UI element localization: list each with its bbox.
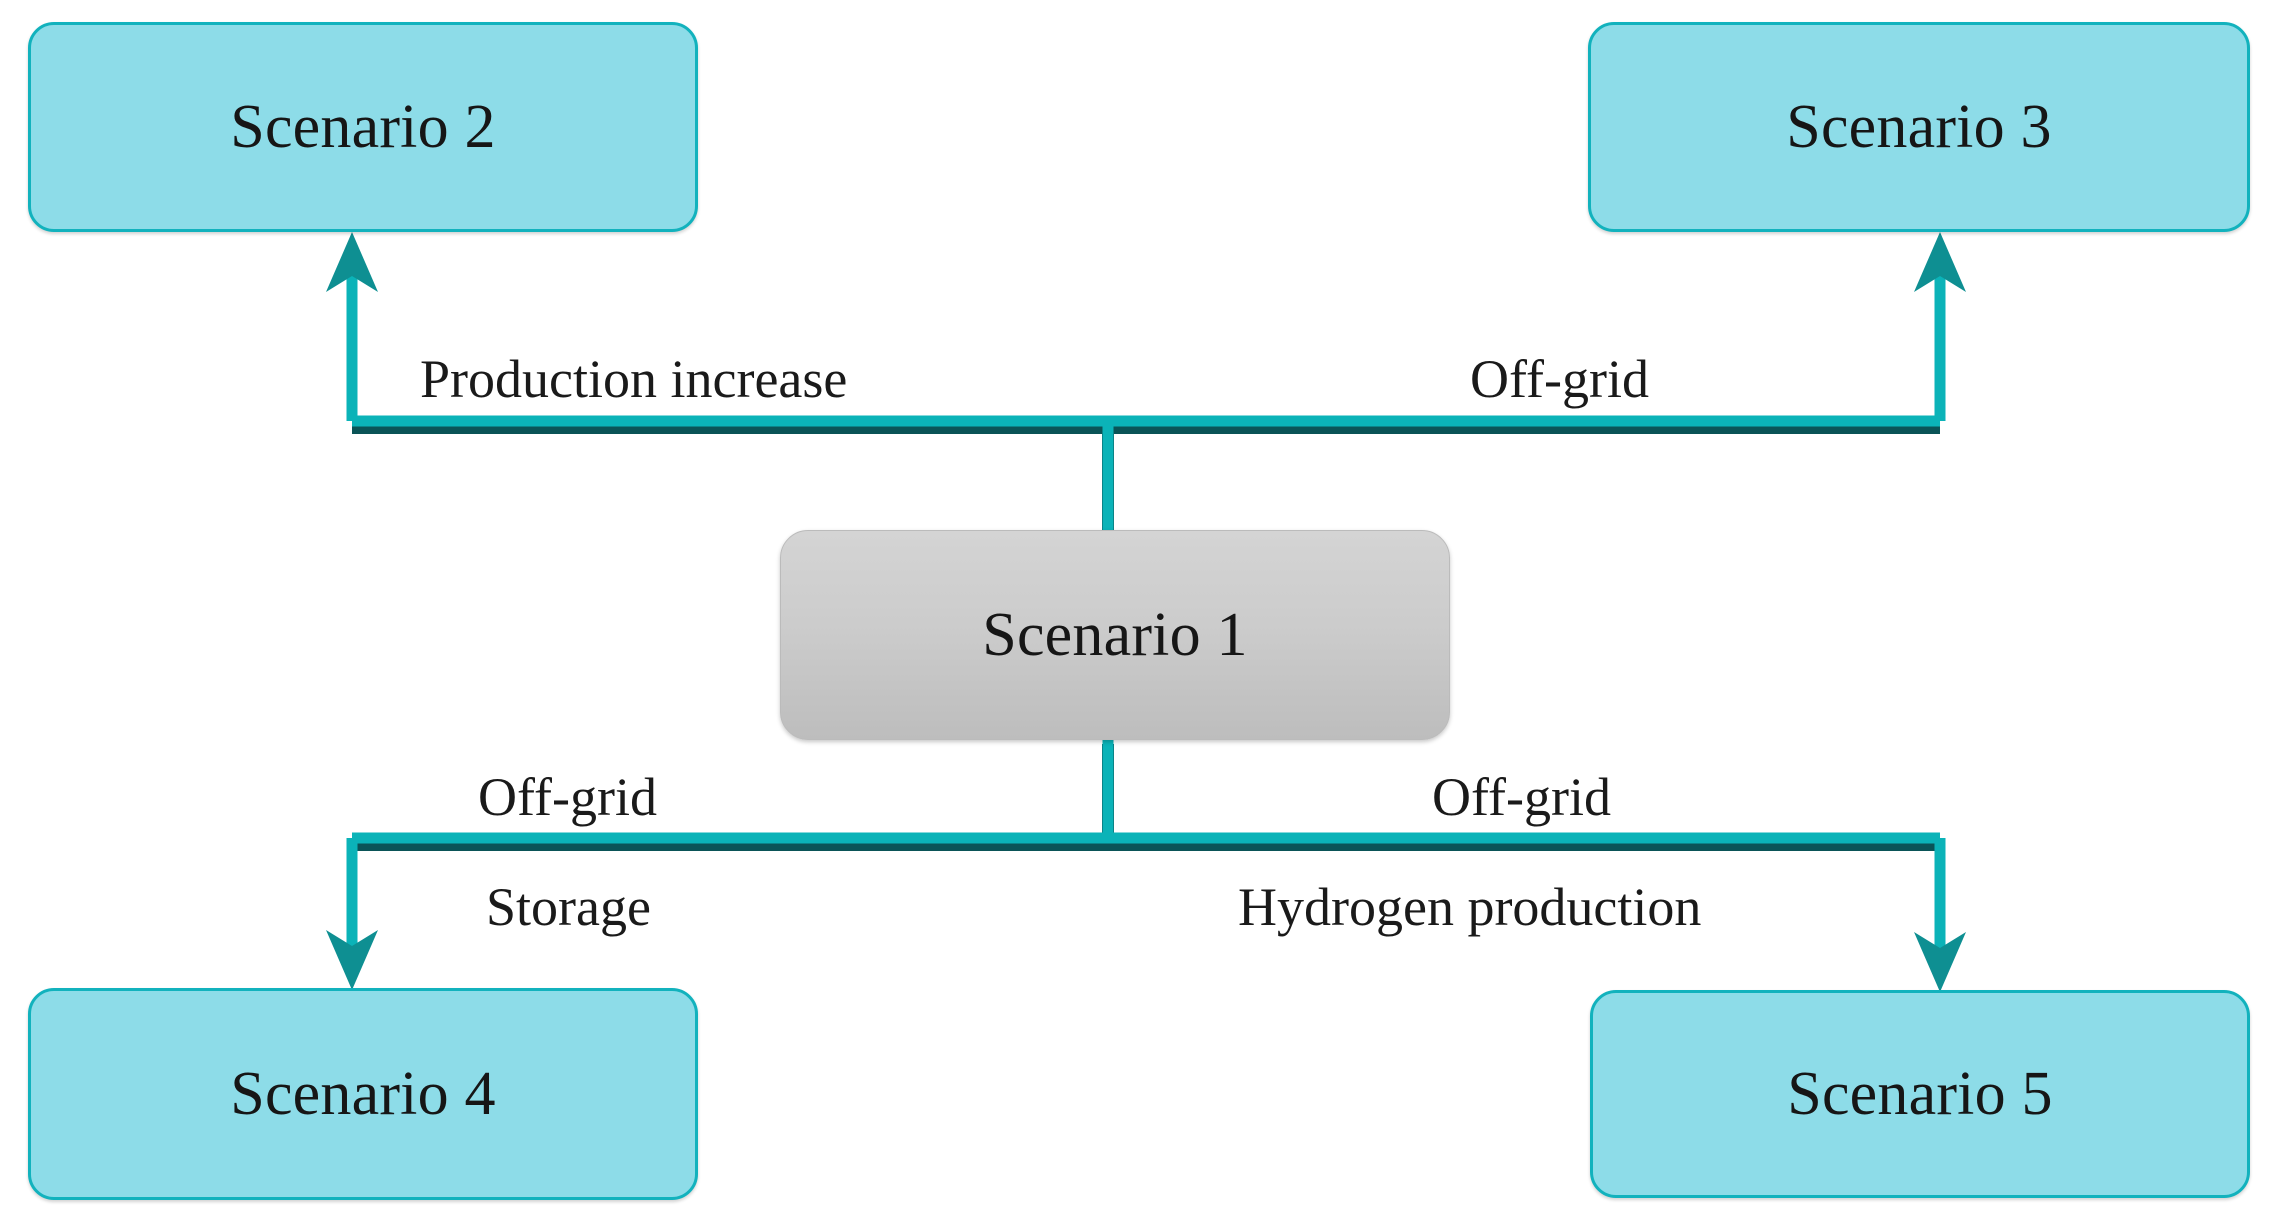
edge-label-offgrid-scenario5: Off-grid	[1432, 767, 1611, 827]
edge-label-production-increase: Production increase	[420, 349, 848, 409]
edge-label-storage: Storage	[486, 877, 651, 937]
edge-label-offgrid-scenario3: Off-grid	[1470, 349, 1649, 409]
node-scenario-5[interactable]: Scenario 5	[1590, 990, 2250, 1198]
node-scenario-3-label: Scenario 3	[1786, 92, 2052, 161]
node-scenario-5-label: Scenario 5	[1787, 1059, 2053, 1128]
node-scenario-1-label: Scenario 1	[982, 600, 1248, 669]
node-scenario-4-label: Scenario 4	[230, 1059, 496, 1128]
node-scenario-4[interactable]: Scenario 4	[28, 988, 698, 1200]
arrowhead-to-scenario2	[326, 232, 378, 292]
upper-connector-shadow	[352, 422, 1940, 536]
node-scenario-3[interactable]: Scenario 3	[1588, 22, 2250, 232]
node-scenario-2[interactable]: Scenario 2	[28, 22, 698, 232]
edge-label-offgrid-scenario4: Off-grid	[478, 767, 657, 827]
edge-label-hydrogen-production: Hydrogen production	[1238, 877, 1702, 937]
arrowhead-to-scenario3	[1914, 232, 1966, 292]
node-scenario-2-label: Scenario 2	[230, 92, 496, 161]
arrowhead-to-scenario5	[1914, 932, 1966, 992]
node-scenario-1[interactable]: Scenario 1	[780, 530, 1450, 740]
lower-connector	[346, 740, 1946, 962]
upper-connector	[346, 258, 1946, 534]
arrowhead-to-scenario4	[326, 930, 378, 990]
